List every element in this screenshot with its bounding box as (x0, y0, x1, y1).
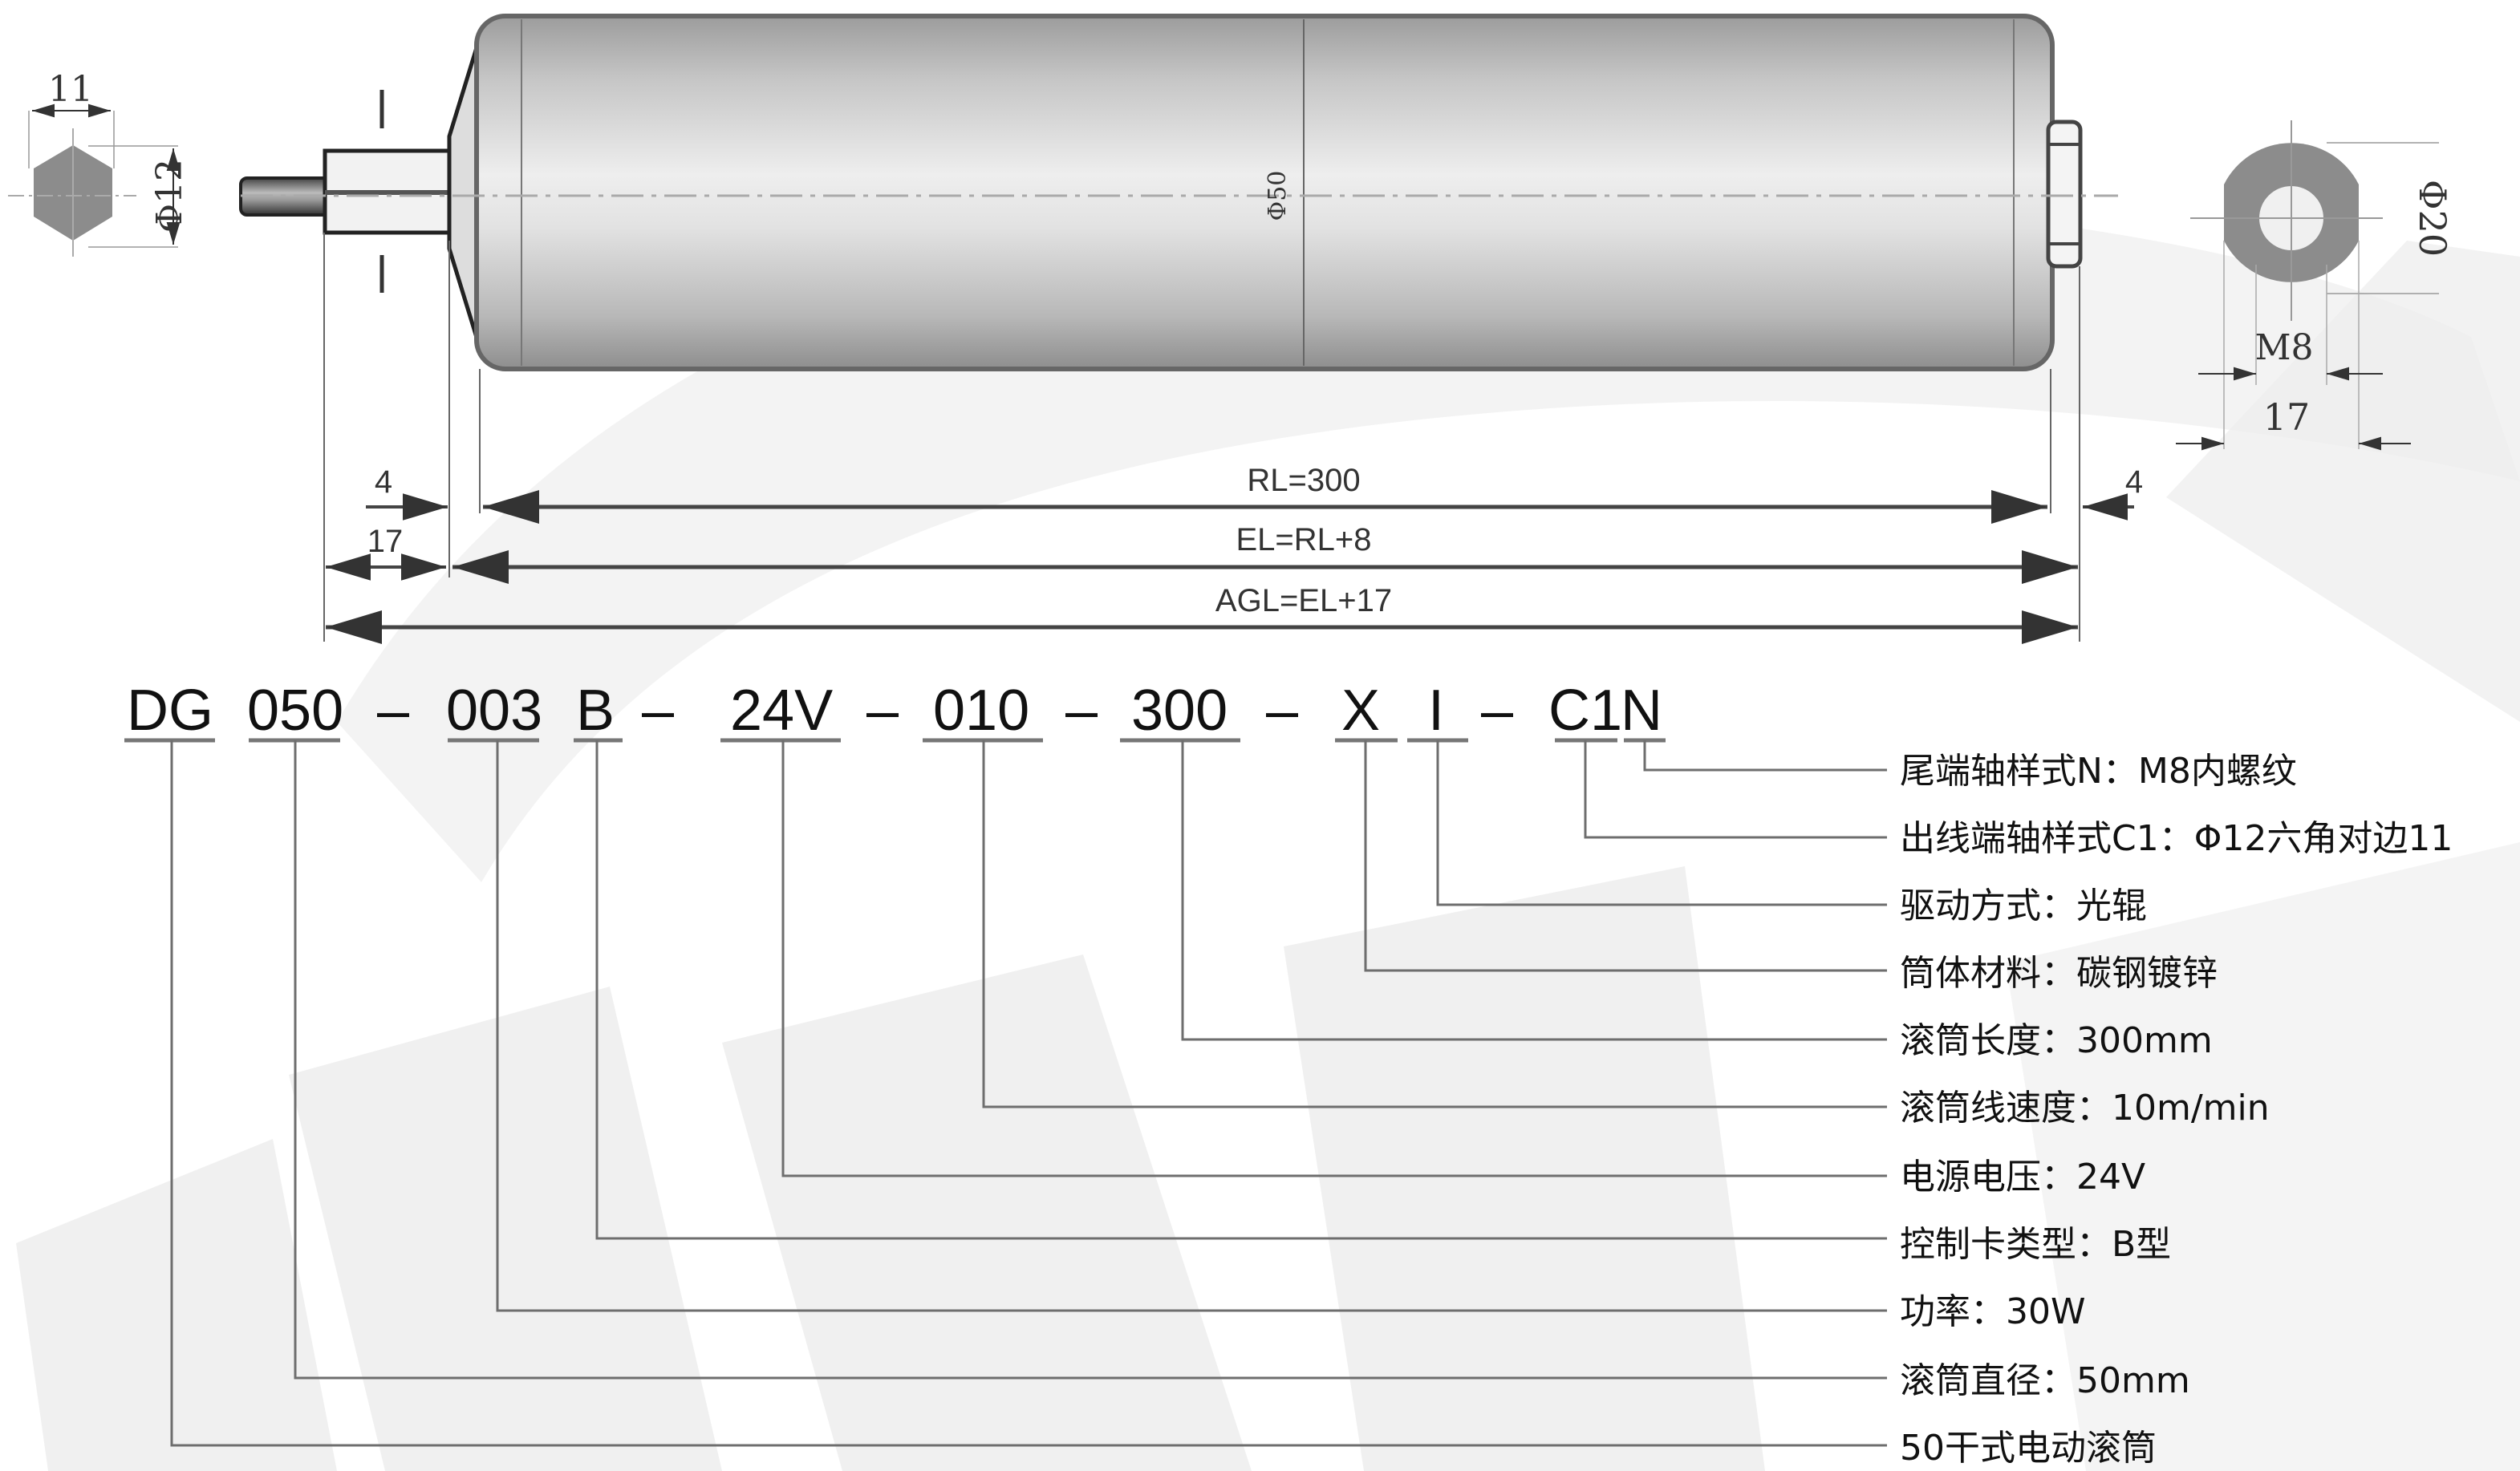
code-separator: – (866, 679, 899, 743)
roller-diameter-label: Φ50 (1264, 171, 1292, 221)
code-segment-speed: 010 (933, 679, 1029, 743)
legend-item-power: 功率：30W (1900, 1291, 2086, 1332)
legend-item-cable-shaft: 出线端轴样式C1：Φ12六角对边11 (1900, 818, 2453, 859)
legend: 尾端轴样式N：M8内螺纹 出线端轴样式C1：Φ12六角对边11 驱动方式：光辊 … (1900, 751, 2453, 1469)
hex-diameter-label: Φ12 (149, 159, 190, 233)
code-separator: – (1481, 679, 1514, 743)
code-segment-material: X (1341, 679, 1380, 743)
code-separator: – (642, 679, 675, 743)
width-label: 17 (2263, 395, 2311, 439)
hex-width-label: 11 (48, 69, 93, 110)
dimension-lines: 4 RL=300 4 17 EL=RL+8 AGL=EL+17 (323, 233, 2143, 644)
code-separator: – (1065, 679, 1098, 743)
legend-item-material: 筒体材料：碳钢镀锌 (1900, 953, 2218, 994)
code-segment-card: B (576, 679, 615, 743)
rl-label: RL=300 (1247, 463, 1360, 498)
code-segment-length: 300 (1131, 679, 1228, 743)
code-segment-tail-shaft: N (1621, 679, 1662, 743)
code-segment-dg: DG (127, 679, 213, 743)
model-code: DG 050 – 003 B – 24V – 010 – 300 – X I –… (124, 679, 1666, 743)
right-end-view: Φ20 M8 17 (2176, 120, 2454, 451)
legend-item-length: 滚筒长度：300mm (1900, 1020, 2213, 1061)
code-separator: – (1266, 679, 1299, 743)
legend-item-type: 50干式电动滚筒 (1900, 1428, 2157, 1469)
legend-item-drive: 驱动方式：光辊 (1900, 885, 2147, 926)
code-segment-voltage: 24V (730, 679, 833, 743)
left-shaft-length-label: 17 (367, 524, 404, 559)
el-label: EL=RL+8 (1236, 522, 1371, 557)
code-separator: – (377, 679, 410, 743)
roller-side-view: Φ50 (239, 14, 2118, 371)
right-gap-label: 4 (2125, 464, 2143, 500)
thread-label: M8 (2254, 327, 2313, 368)
legend-item-speed: 滚筒线速度：10m/min (1900, 1088, 2270, 1129)
code-segment-drive: I (1428, 679, 1444, 743)
left-hex-end-view: 11 Φ12 (8, 69, 190, 257)
code-segment-power: 003 (446, 679, 542, 743)
legend-item-diameter: 滚筒直径：50mm (1900, 1360, 2190, 1401)
code-segment-cable-shaft: C1 (1548, 679, 1622, 743)
legend-item-voltage: 电源电压：24V (1900, 1157, 2145, 1197)
leader-lines (170, 740, 1887, 1447)
legend-item-tail-shaft: 尾端轴样式N：M8内螺纹 (1900, 751, 2297, 792)
code-segment-diameter: 050 (247, 679, 343, 743)
agl-label: AGL=EL+17 (1215, 583, 1392, 618)
legend-item-card: 控制卡类型：B型 (1900, 1224, 2171, 1265)
left-gap-label: 4 (375, 464, 392, 500)
outer-diameter-label: Φ20 (2411, 180, 2454, 257)
